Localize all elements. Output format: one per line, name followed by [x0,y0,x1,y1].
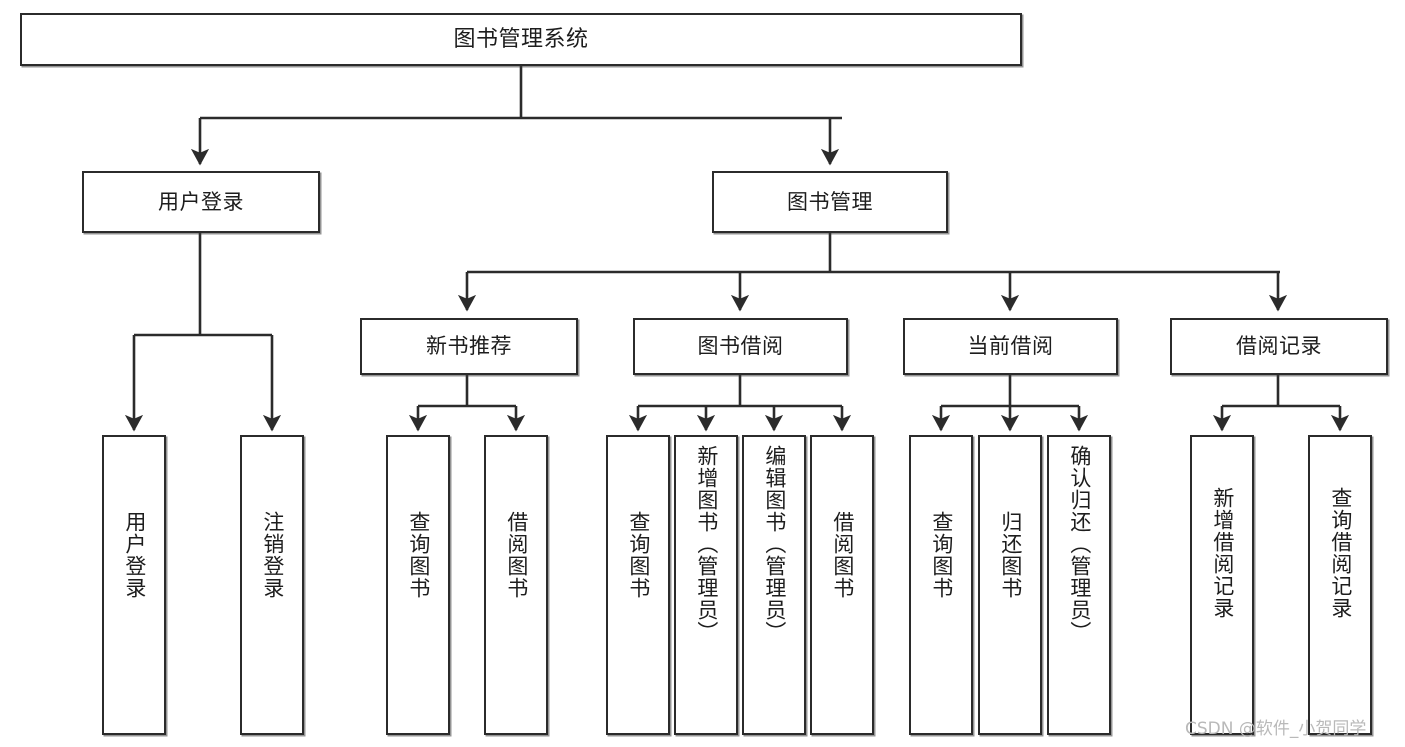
node-leaf-confirm-return[interactable]: 确认归还（管理员） [1047,435,1111,735]
node-leaf-add-book-label: 新增图书（管理员） [694,445,719,643]
node-book-manage[interactable]: 图书管理 [712,171,948,233]
node-user-login-label: 用户登录 [158,189,244,214]
watermark: CSDN @软件_小贺同学 [1185,719,1367,739]
node-leaf-add-record-label: 新增借阅记录 [1210,487,1235,619]
node-leaf-confirm-return-label: 确认归还（管理员） [1067,445,1092,643]
node-leaf-add-record[interactable]: 新增借阅记录 [1190,435,1254,735]
node-new-book-recommend[interactable]: 新书推荐 [360,318,578,375]
node-borrow-record[interactable]: 借阅记录 [1170,318,1388,375]
node-book-manage-label: 图书管理 [787,189,873,214]
node-new-book-recommend-label: 新书推荐 [426,334,512,359]
node-leaf-borrow-book-1[interactable]: 借阅图书 [484,435,548,735]
node-root-label: 图书管理系统 [453,26,589,52]
node-leaf-query-book-1[interactable]: 查询图书 [386,435,450,735]
node-leaf-return-book[interactable]: 归还图书 [978,435,1042,735]
node-root[interactable]: 图书管理系统 [20,13,1022,66]
node-book-borrow-label: 图书借阅 [697,334,784,359]
node-leaf-add-book[interactable]: 新增图书（管理员） [674,435,738,735]
node-leaf-query-book-3-label: 查询图书 [929,511,954,599]
node-leaf-query-record-label: 查询借阅记录 [1328,487,1353,619]
node-leaf-query-record[interactable]: 查询借阅记录 [1308,435,1372,735]
node-leaf-edit-book[interactable]: 编辑图书（管理员） [742,435,806,735]
node-book-borrow[interactable]: 图书借阅 [633,318,848,375]
node-leaf-query-book-1-label: 查询图书 [406,511,431,599]
node-leaf-edit-book-label: 编辑图书（管理员） [762,445,787,643]
node-leaf-query-book-3[interactable]: 查询图书 [909,435,973,735]
node-leaf-user-login-label: 用户登录 [122,511,147,599]
node-current-borrow-label: 当前借阅 [967,334,1054,359]
node-leaf-logout-login[interactable]: 注销登录 [240,435,304,735]
node-leaf-return-book-label: 归还图书 [998,511,1023,599]
node-current-borrow[interactable]: 当前借阅 [903,318,1118,375]
node-leaf-borrow-book-2-label: 借阅图书 [830,511,855,599]
node-leaf-borrow-book-2[interactable]: 借阅图书 [810,435,874,735]
node-leaf-user-login[interactable]: 用户登录 [102,435,166,735]
node-leaf-borrow-book-1-label: 借阅图书 [504,511,529,599]
node-leaf-query-book-2-label: 查询图书 [626,511,651,599]
node-leaf-logout-login-label: 注销登录 [260,511,285,599]
node-borrow-record-label: 借阅记录 [1236,334,1322,359]
node-leaf-query-book-2[interactable]: 查询图书 [606,435,670,735]
node-user-login[interactable]: 用户登录 [82,171,320,233]
